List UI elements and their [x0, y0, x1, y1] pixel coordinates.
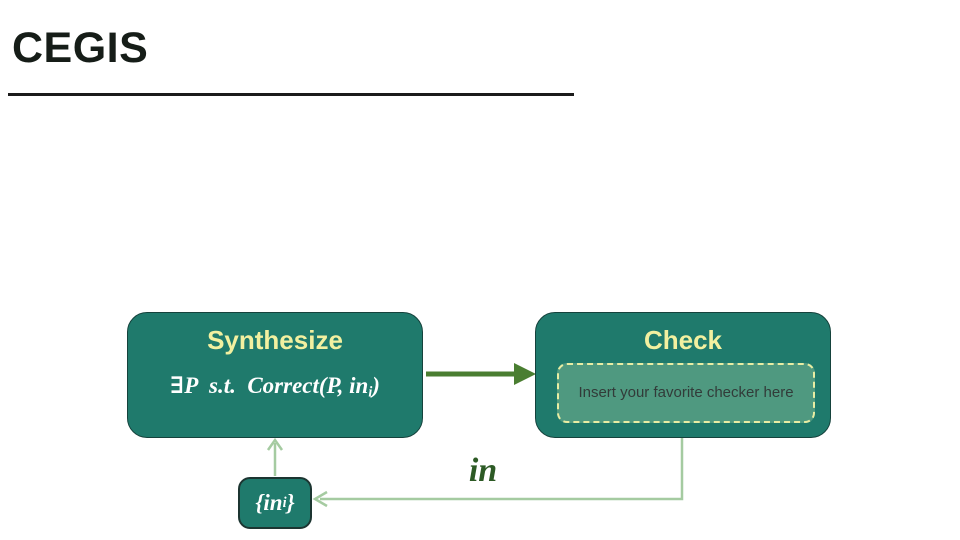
formula-main: ∃P s.t. Correct(P, in	[170, 373, 369, 398]
set-subscript: i	[282, 494, 287, 511]
formula-subscript: i	[368, 384, 373, 401]
checker-placeholder-text: Insert your favorite checker here	[578, 384, 794, 402]
synthesize-formula: ∃P s.t. Correct(P, ini)	[170, 372, 380, 402]
set-close: }	[286, 490, 295, 515]
set-open: {in	[255, 490, 283, 515]
checker-placeholder-slot: Insert your favorite checker here	[557, 363, 815, 423]
counterexample-up-arrow	[266, 437, 284, 476]
page-title: CEGIS	[12, 24, 149, 72]
synthesize-node: Synthesize ∃P s.t. Correct(P, ini)	[127, 312, 423, 438]
synthesize-node-title: Synthesize	[207, 325, 343, 355]
feedback-edge-label: in	[468, 452, 498, 489]
check-node: Check Insert your favorite checker here	[535, 312, 831, 438]
forward-arrow	[426, 363, 536, 385]
formula-close: )	[372, 373, 380, 398]
title-underline	[8, 93, 574, 96]
check-node-title: Check	[643, 325, 723, 355]
